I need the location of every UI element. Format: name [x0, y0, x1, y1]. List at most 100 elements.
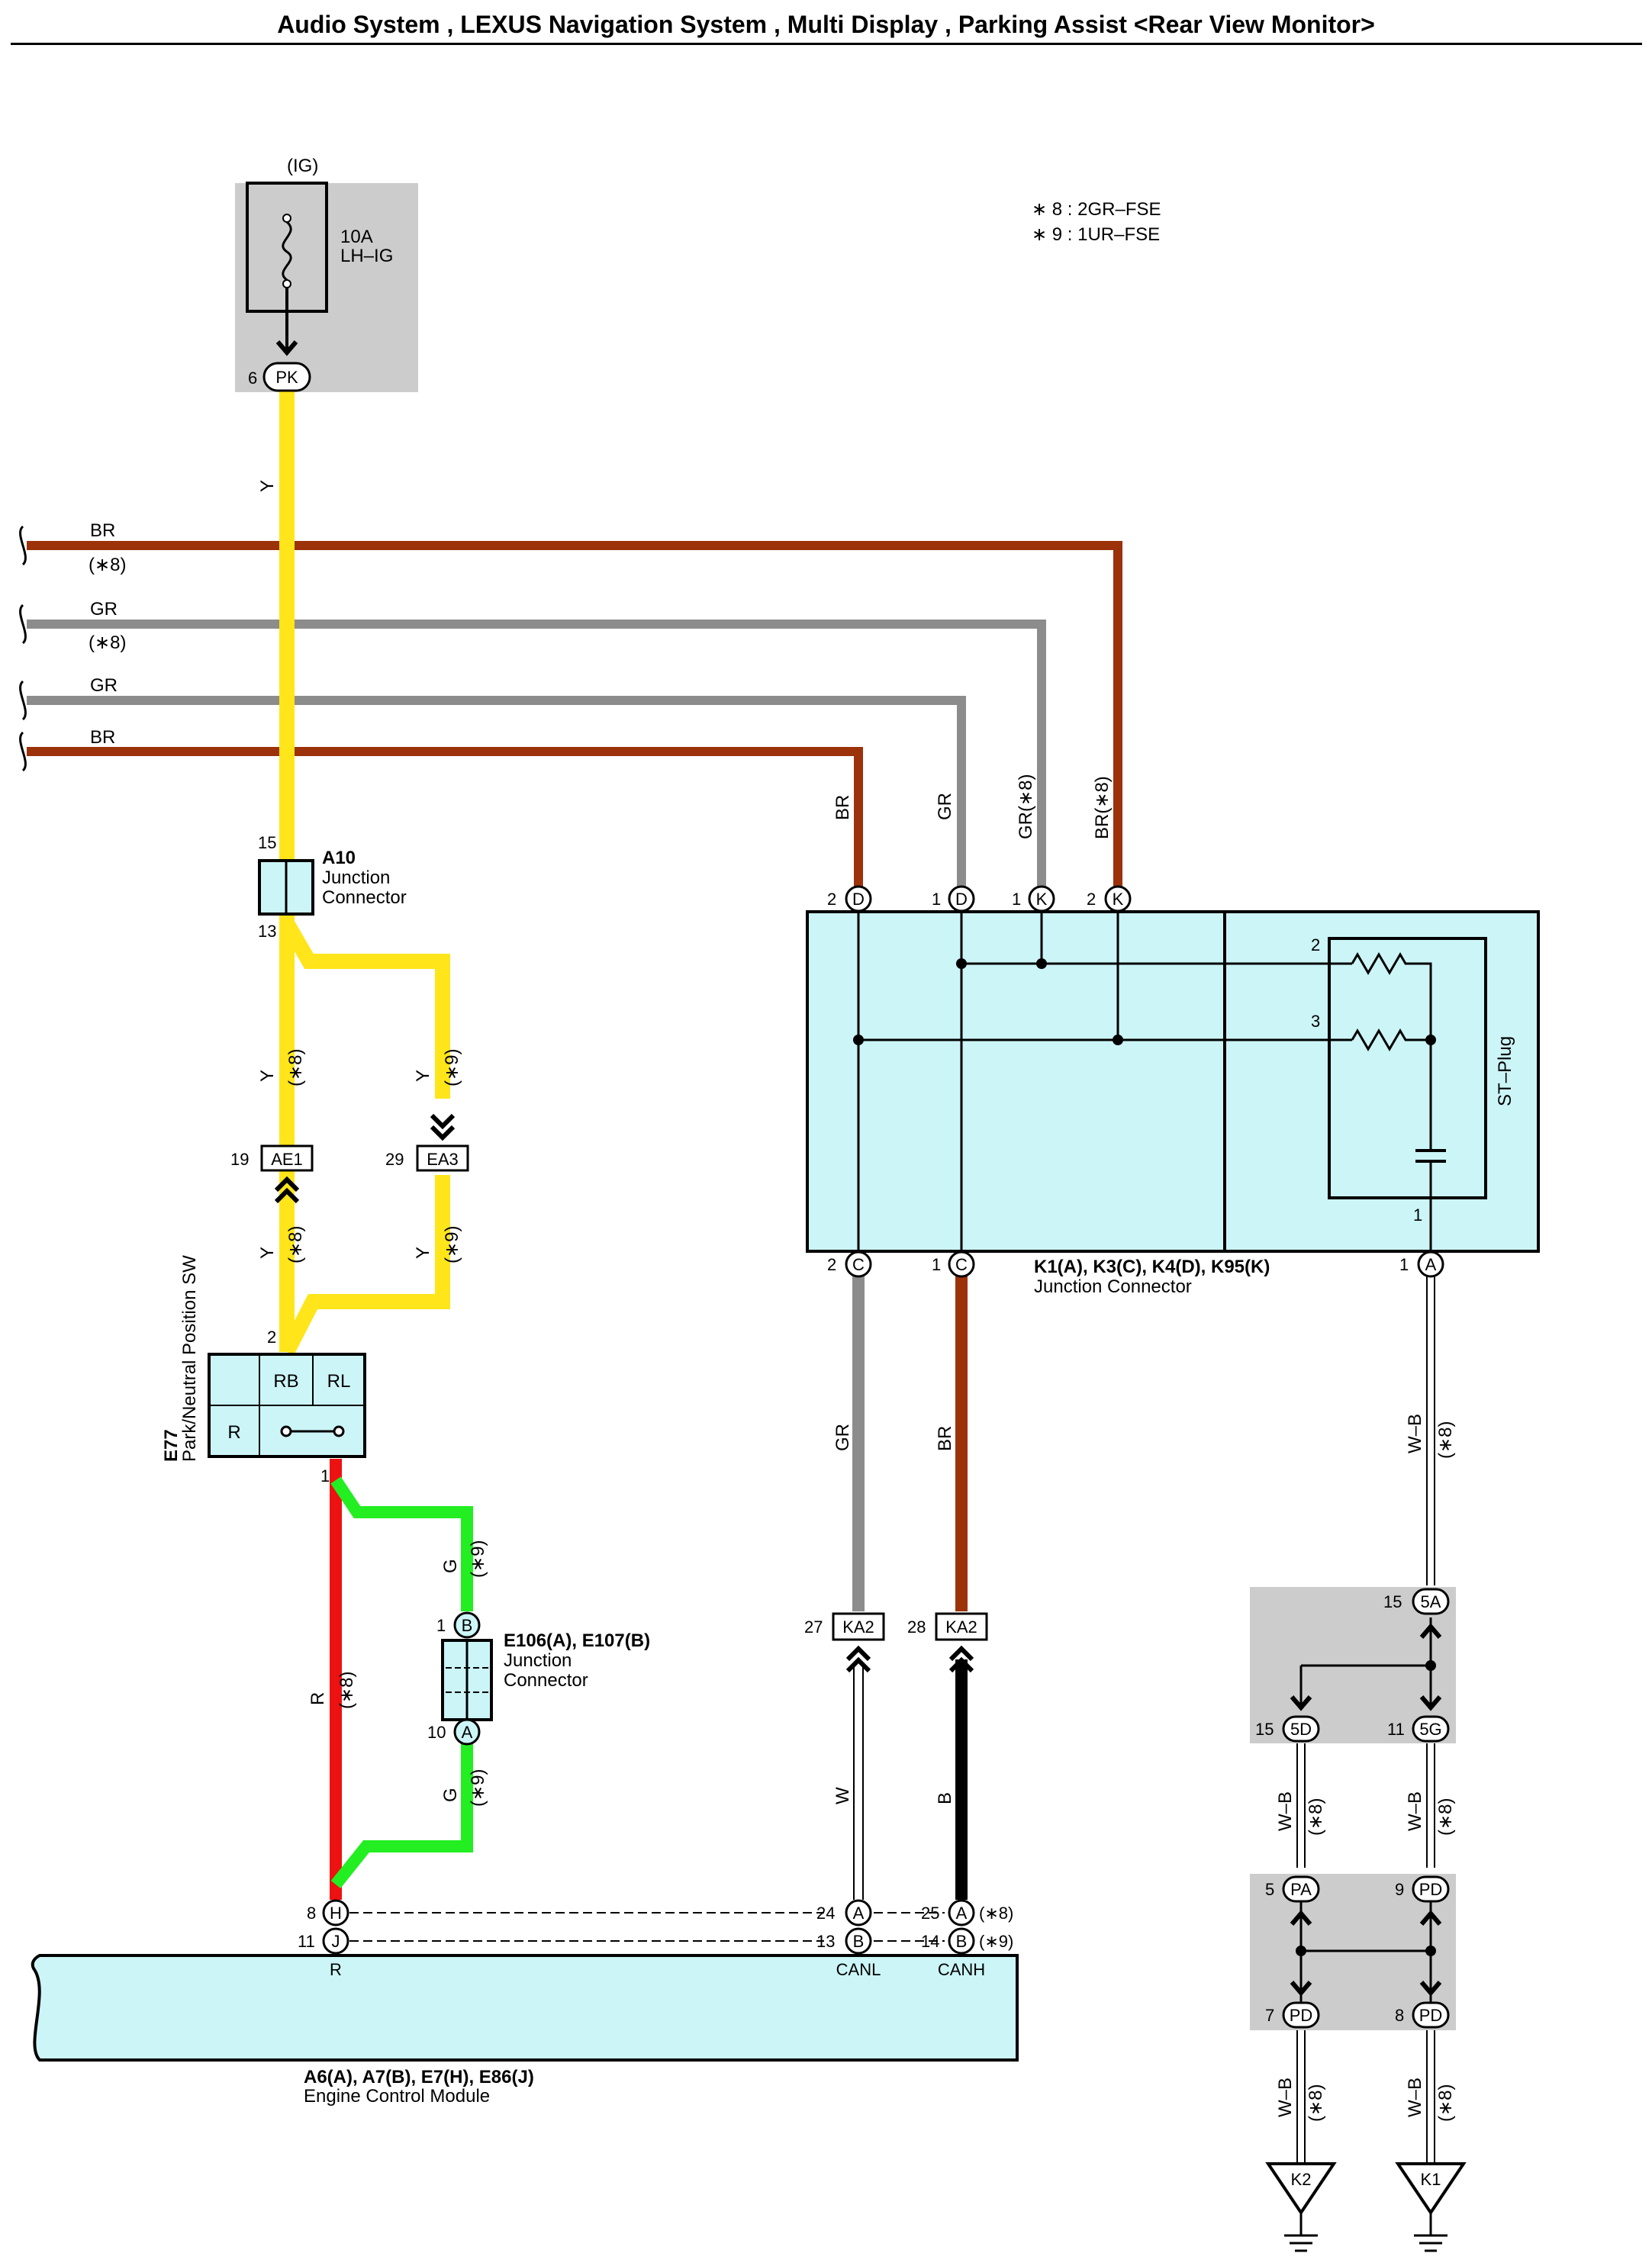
label-wb-bottom-left: W–B: [1275, 2078, 1296, 2117]
jc-top-pin-0: D 2: [827, 885, 872, 913]
label-y-fuse: Y: [257, 480, 278, 492]
fuse-rating: 10A: [340, 227, 373, 247]
jc-internal-pin-1: 1: [1413, 1205, 1422, 1225]
label-wb-jc: W–B: [1405, 1414, 1425, 1453]
ecm-pin-h: H 8: [307, 1899, 349, 1926]
pk-code: PK: [275, 368, 298, 387]
e77-name: Park/Neutral Position SW: [179, 1255, 200, 1462]
junction-connector-body: [806, 910, 1540, 1253]
splice2-tl-code: PA: [1290, 1880, 1312, 1899]
e106-letter-a: A: [462, 1723, 473, 1742]
svg-text:J: J: [332, 1932, 340, 1951]
label-br-top: BR: [90, 520, 115, 541]
label-y9-a: (∗9): [442, 1049, 462, 1086]
wire-g-lower: [330, 1741, 473, 1888]
wire-gr-star8: [27, 620, 1046, 893]
ka2-code-27: KA2: [842, 1617, 874, 1637]
wire-gr: [27, 696, 966, 893]
label-gr-star8: (∗8): [89, 632, 126, 653]
fuse-icon: [275, 214, 298, 356]
ka2-pin-27: 27: [804, 1617, 823, 1637]
note-star9: ∗ 9 : 1UR–FSE: [1032, 224, 1160, 245]
ecm-id: A6(A), A7(B), E7(H), E86(J): [304, 2067, 534, 2087]
jc-top-pin-1: D 1: [932, 885, 975, 913]
ecm-pin-14: B 14 (∗9): [921, 1927, 1013, 1955]
splice2-tr-connector: [1412, 1875, 1450, 1903]
splice2-dot-left: [1296, 1946, 1306, 1956]
label-br-mid: BR: [90, 727, 115, 748]
jc-junction-dots: [853, 958, 1436, 1045]
ae1-pin: 19: [230, 1150, 249, 1169]
jc-top-pin-3: K 2: [1087, 885, 1132, 913]
ecm-body: [31, 1954, 1019, 2062]
splice2-bl-code: PD: [1290, 2006, 1313, 2025]
e106-name-1: Junction: [504, 1650, 572, 1671]
splice1-left-connector: [1282, 1715, 1320, 1743]
label-r: R: [308, 1692, 328, 1705]
label-br-star8: (∗8): [89, 555, 126, 575]
label-wb-bottom-right: W–B: [1405, 2078, 1425, 2117]
ka2-27-terminal-icon: [845, 1645, 871, 1673]
splice2-dot-right: [1425, 1946, 1436, 1956]
splice1-top-pin: 15: [1383, 1592, 1402, 1611]
a10-pin-top: 15: [258, 833, 276, 852]
svg-text:11: 11: [298, 1932, 315, 1951]
label-gr-top: GR: [90, 599, 118, 620]
jc-internal-lines: [857, 909, 1446, 1260]
splice2-tr-pin: 9: [1395, 1880, 1404, 1899]
label-wb8-bottom-left: (∗8): [1306, 2084, 1326, 2122]
ae1-connector: [260, 1144, 314, 1172]
svg-text:A: A: [1425, 1255, 1437, 1274]
ea3-pin: 29: [385, 1150, 404, 1169]
splice1-right-connector: [1412, 1715, 1450, 1743]
ecm-name: Engine Control Module: [304, 2086, 490, 2107]
e77-cell-rl: RL: [327, 1371, 351, 1392]
splice2-br-connector: [1412, 2001, 1450, 2029]
splice2-br-pin: 8: [1395, 2006, 1404, 2025]
ae1-code: AE1: [271, 1150, 303, 1169]
e77-pin-top: 2: [267, 1328, 276, 1347]
label-g-lower: G: [440, 1788, 461, 1802]
e106-pin-b: [453, 1611, 481, 1639]
label-wb8-jc: (∗8): [1435, 1421, 1456, 1459]
label-b: B: [935, 1792, 955, 1804]
jc-internal-pin-3: 3: [1311, 1012, 1320, 1031]
e106-id: E106(A), E107(B): [504, 1630, 650, 1651]
label-br-d: BR: [832, 795, 853, 820]
wire-wb: [1296, 1274, 1435, 2162]
svg-text:K: K: [1113, 890, 1124, 909]
ka2-code-28: KA2: [945, 1617, 977, 1637]
ka2-pin-28: 28: [907, 1617, 926, 1637]
jc-bottom-pin-0: C 2: [827, 1250, 872, 1278]
svg-text:A: A: [956, 1904, 968, 1923]
a10-name-2: Connector: [322, 887, 407, 908]
splice1-arrows: [1290, 1623, 1442, 1711]
svg-text:1: 1: [932, 1255, 941, 1274]
ecm-pin-j: J 11: [298, 1927, 349, 1955]
e106-letter-b: B: [462, 1616, 473, 1635]
wire-br-star8: [27, 541, 1122, 893]
ka2-28-terminal-icon: [948, 1645, 974, 1673]
svg-text:D: D: [852, 890, 865, 909]
splice2-bl-pin: 7: [1265, 2006, 1274, 2025]
svg-text:C: C: [955, 1255, 968, 1274]
svg-text:2: 2: [827, 1255, 836, 1274]
e77-cell-rb: RB: [273, 1371, 298, 1392]
label-y-d: Y: [413, 1247, 433, 1259]
st-plug-label: ST–Plug: [1495, 1036, 1515, 1106]
label-g9-upper: (∗9): [468, 1540, 488, 1578]
ground-k1-icon: [1395, 2162, 1467, 2252]
ka2-connector-28: [935, 1612, 988, 1641]
svg-text:(∗8): (∗8): [979, 1904, 1013, 1923]
splice1-right-pin: 11: [1387, 1720, 1405, 1739]
e77-pin-bottom: 1: [320, 1466, 330, 1485]
label-wb8-mid-right: (∗8): [1435, 1798, 1456, 1836]
splice1-left-code: 5D: [1290, 1720, 1312, 1739]
svg-text:8: 8: [307, 1904, 316, 1923]
splice1-dot: [1425, 1660, 1436, 1671]
e106-name-2: Connector: [504, 1670, 588, 1691]
ig-label: (IG): [287, 156, 318, 176]
label-br-c: BR: [935, 1426, 955, 1451]
splice2-bl-connector: [1282, 2001, 1320, 2029]
splice2-arrows: [1290, 1910, 1442, 1997]
